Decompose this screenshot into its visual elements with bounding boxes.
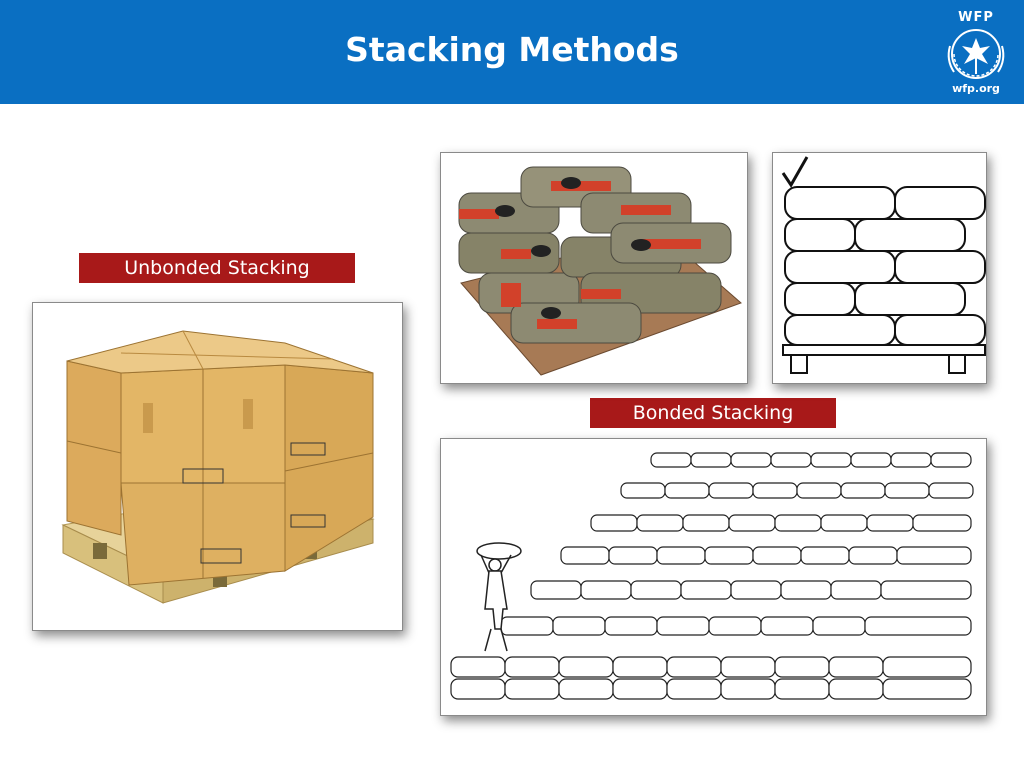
pallet-of-cement-bags-image: [440, 152, 748, 384]
cardboard-boxes-pallet-icon: [61, 330, 375, 604]
bonded-stack-drawing-image: [772, 152, 987, 384]
wfp-emblem-icon: [947, 29, 1005, 79]
wfp-logo: WFP wfp.org: [936, 6, 1016, 100]
bonded-stacking-label: Bonded Stacking: [590, 398, 836, 428]
pallet-of-cardboard-boxes-image: [32, 302, 403, 631]
page-title: Stacking Methods: [345, 30, 679, 69]
checkmark-bag-stack-icon: [781, 156, 986, 374]
logo-bottom-text: wfp.org: [952, 82, 1000, 95]
large-bag-stack-illustration-image: [440, 438, 987, 716]
unbonded-stacking-label: Unbonded Stacking: [79, 253, 355, 283]
logo-top-text: WFP: [958, 10, 994, 25]
header-bar: Stacking Methods WFP wfp.org: [0, 0, 1024, 104]
cement-bags-pallet-icon: [458, 166, 742, 376]
worker-and-bag-stack-icon: [450, 452, 974, 700]
